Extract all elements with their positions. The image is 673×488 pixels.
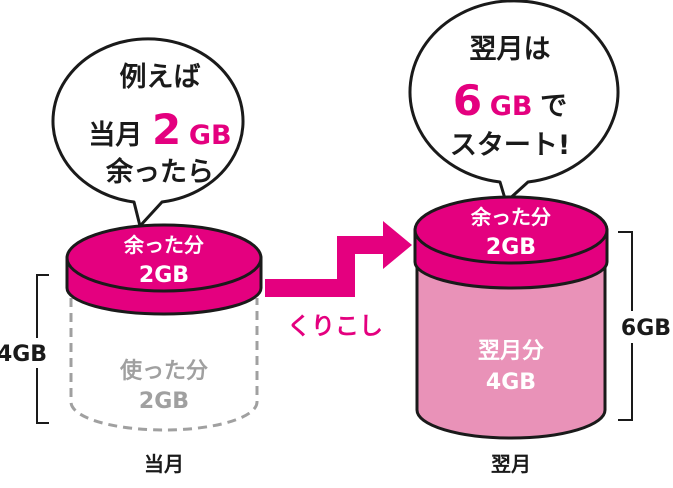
left-used-line1: 使った分 bbox=[119, 359, 208, 384]
arrow-label: くりこし bbox=[287, 312, 383, 340]
right-cylinder: 翌月分 4GB 余った分 2GB 6GB 翌月 bbox=[413, 195, 673, 476]
right-nextmonth-line2: 4GB bbox=[486, 370, 536, 395]
left-bubble-line2: 当月 2 GB bbox=[88, 105, 231, 154]
right-bubble-line2: 6 GB で bbox=[453, 76, 567, 125]
right-nextmonth-body bbox=[415, 263, 607, 440]
right-nextmonth-line1: 翌月分 bbox=[478, 339, 544, 364]
right-carryover-line2: 2GB bbox=[486, 235, 536, 260]
right-bubble-line3: スタート! bbox=[450, 130, 570, 161]
left-total-label: 4GB bbox=[0, 342, 47, 367]
left-caption: 当月 bbox=[144, 452, 184, 476]
left-bubble-line3: 余ったら bbox=[105, 156, 214, 188]
left-remaining-line2: 2GB bbox=[139, 263, 189, 288]
right-speech-bubble: 翌月は 6 GB で スタート! bbox=[408, 0, 620, 204]
left-bubble-line2-suffix: GB bbox=[189, 120, 232, 151]
rollover-arrow: くりこし bbox=[265, 221, 412, 340]
left-bubble-line2-big: 2 bbox=[152, 105, 181, 154]
right-bubble-line1: 翌月は bbox=[470, 34, 551, 65]
arrow-shape bbox=[265, 221, 412, 297]
right-carryover-line1: 余った分 bbox=[470, 205, 551, 229]
right-bubble-line2-big: 6 bbox=[453, 76, 482, 125]
left-bubble-line1: 例えば bbox=[120, 62, 201, 93]
left-used-body bbox=[69, 298, 259, 432]
right-caption: 翌月 bbox=[491, 452, 531, 476]
left-remaining-top bbox=[65, 223, 263, 293]
right-bubble-line2-suffix: で bbox=[540, 91, 567, 122]
left-speech-bubble: 例えば 当月 2 GB 余ったら bbox=[51, 37, 245, 228]
left-used-line2: 2GB bbox=[139, 389, 189, 414]
left-bubble-line2-prefix: 当月 bbox=[88, 120, 142, 151]
left-cylinder: 使った分 2GB 余った分 2GB 4GB 当月 bbox=[0, 223, 263, 476]
right-carryover-top bbox=[413, 195, 609, 265]
right-total-label: 6GB bbox=[621, 316, 671, 341]
right-bubble-line2-mid: GB bbox=[490, 91, 533, 122]
left-remaining-line1: 余った分 bbox=[123, 233, 204, 257]
